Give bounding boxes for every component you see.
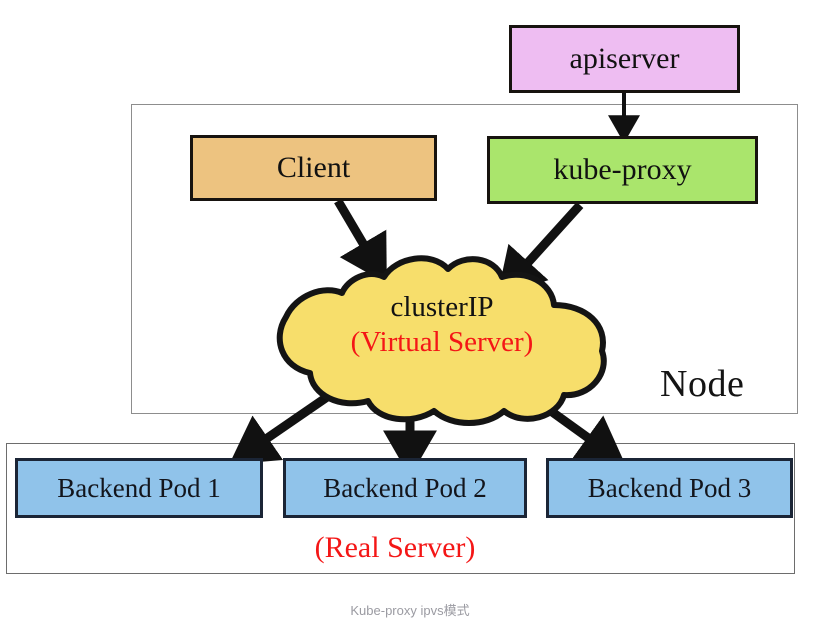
apiserver-box[interactable]: apiserver (509, 25, 740, 93)
backend-pod-3-label: Backend Pod 3 (587, 472, 752, 503)
backend-pod-2-label: Backend Pod 2 (323, 472, 487, 503)
client-box[interactable]: Client (190, 135, 437, 201)
backend-pod-2[interactable]: Backend Pod 2 (283, 458, 527, 518)
client-label: Client (276, 151, 351, 184)
figure-caption: Kube-proxy ipvs模式 (350, 603, 470, 618)
backend-pod-3[interactable]: Backend Pod 3 (546, 458, 793, 518)
backend-pod-1-label: Backend Pod 1 (57, 472, 221, 503)
kube-proxy-box[interactable]: kube-proxy (487, 136, 758, 204)
clusterip-cloud-shape (276, 255, 607, 426)
node-label: Node (660, 363, 745, 405)
kube-proxy-label: kube-proxy (553, 153, 692, 186)
backend-pod-1[interactable]: Backend Pod 1 (15, 458, 263, 518)
apiserver-label: apiserver (569, 42, 680, 75)
real-server-label: (Real Server) (314, 531, 476, 564)
